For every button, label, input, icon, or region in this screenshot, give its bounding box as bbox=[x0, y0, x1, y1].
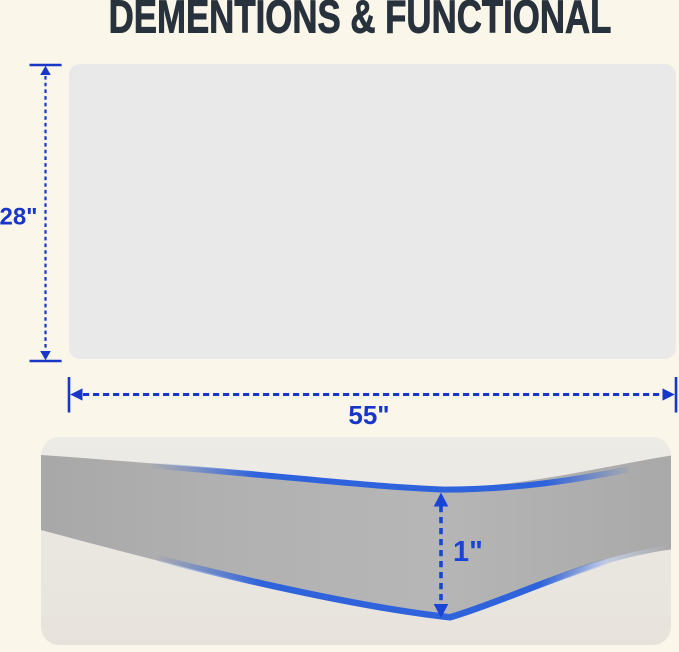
svg-text:28": 28" bbox=[0, 204, 38, 231]
svg-text:55": 55" bbox=[348, 400, 389, 430]
svg-text:DEMENTIONS & FUNCTIONAL: DEMENTIONS & FUNCTIONAL bbox=[109, 0, 612, 43]
svg-text:1": 1" bbox=[453, 536, 483, 568]
